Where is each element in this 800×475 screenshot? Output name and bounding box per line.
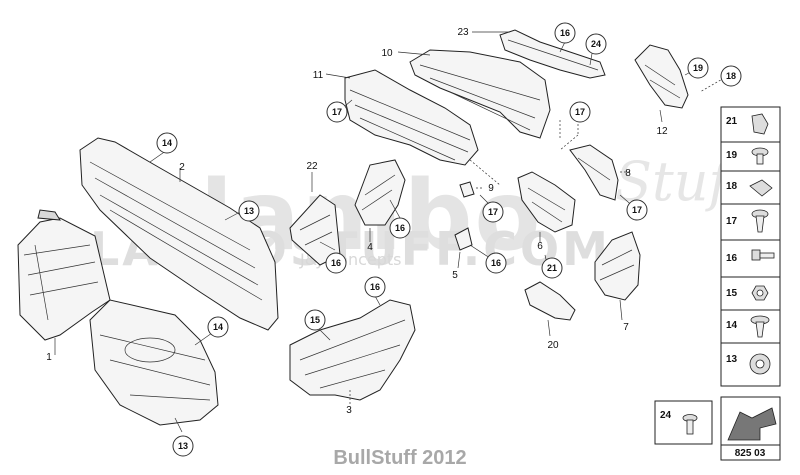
callout-18: 18 [720, 65, 742, 87]
label-part-8: 8 [625, 168, 631, 179]
callout-16d: 16 [485, 252, 507, 274]
label-part-22: 22 [306, 161, 318, 172]
callout-17d-text: 17 [632, 205, 642, 215]
part-7-shape [594, 231, 641, 321]
nut-icon [751, 285, 769, 301]
part-1b-shape [89, 299, 219, 426]
part-3-shape [289, 299, 416, 405]
bracket-icon [749, 179, 773, 197]
label-part-4: 4 [367, 242, 373, 253]
callout-17c-text: 17 [488, 207, 498, 217]
callout-19-text: 19 [693, 63, 703, 73]
part-23-shape [499, 29, 606, 79]
callout-17b-text: 17 [575, 107, 585, 117]
callout-19: 19 [687, 57, 709, 79]
callout-21: 21 [541, 257, 563, 279]
label-part-20: 20 [547, 340, 559, 351]
callout-17b: 17 [569, 101, 591, 123]
label-part-6: 6 [537, 241, 543, 252]
callout-16a: 16 [364, 276, 386, 298]
fastener-legend: 21 19 18 17 16 15 14 13 [720, 106, 781, 387]
callout-13a: 13 [238, 200, 260, 222]
part-22-shape [289, 172, 341, 266]
callout-14b-text: 14 [213, 322, 223, 332]
footer-credit: BullStuff 2012 [333, 447, 467, 469]
callout-24: 24 [585, 33, 607, 55]
item-24-label: 24 [660, 410, 672, 421]
callout-17a-text: 17 [332, 107, 342, 117]
callout-15-text: 15 [310, 315, 320, 325]
clip-icon [751, 113, 769, 135]
callout-16d-text: 16 [491, 258, 501, 268]
legend-item-16: 16 [726, 253, 738, 264]
callout-13b-text: 13 [178, 441, 188, 451]
callout-16e: 16 [554, 22, 576, 44]
legend-item-15: 15 [726, 288, 738, 299]
part-12-shape [634, 44, 689, 123]
label-part-1: 1 [46, 352, 52, 363]
label-part-2: 2 [179, 162, 185, 173]
part-4-shape [354, 159, 406, 242]
label-part-3: 3 [346, 405, 352, 416]
callout-16b: 16 [325, 252, 347, 274]
label-part-10: 10 [381, 48, 393, 59]
part-1-shape [17, 209, 111, 355]
callout-16c-text: 16 [395, 223, 405, 233]
callout-17d: 17 [626, 199, 648, 221]
part-11-shape [344, 69, 501, 186]
label-part-7: 7 [623, 322, 629, 333]
callout-14a-text: 14 [162, 138, 172, 148]
callout-24-text: 24 [591, 39, 601, 49]
legend-item-14: 14 [726, 320, 738, 331]
arrow-icon [727, 407, 777, 441]
label-part-12: 12 [656, 126, 668, 137]
callout-15: 15 [304, 309, 326, 331]
callout-16e-text: 16 [560, 28, 570, 38]
callout-14b: 14 [207, 316, 229, 338]
part-2-shape [79, 137, 279, 331]
diagram-code-box: 825 03 [720, 396, 781, 461]
part-6-shape [517, 171, 576, 242]
legend-item-18: 18 [726, 181, 738, 192]
callout-17a: 17 [326, 101, 348, 123]
legend-item-21: 21 [726, 116, 738, 127]
label-part-23: 23 [457, 27, 469, 38]
callout-16c: 16 [389, 217, 411, 239]
grommet-icon [749, 353, 771, 375]
bolt-icon [751, 249, 775, 261]
label-part-9: 9 [488, 183, 494, 194]
callout-18-text: 18 [726, 71, 736, 81]
legend-item-13: 13 [726, 354, 738, 365]
callout-16a-text: 16 [370, 282, 380, 292]
part-5-shape [454, 227, 473, 269]
diagram-code: 825 03 [735, 448, 766, 459]
callout-16b-text: 16 [331, 258, 341, 268]
part-9-shape [459, 181, 482, 198]
callout-21-text: 21 [547, 263, 557, 273]
callout-13a-text: 13 [244, 206, 254, 216]
legend-item-19: 19 [726, 150, 738, 161]
label-part-11: 11 [313, 70, 324, 81]
callout-13b: 13 [172, 435, 194, 457]
screw-icon [751, 147, 769, 165]
part-20-shape [524, 281, 576, 337]
item-24-box: 24 [654, 400, 713, 445]
callout-14a: 14 [156, 132, 178, 154]
screw-icon [682, 414, 698, 435]
part-10-shape [409, 49, 561, 140]
label-part-5: 5 [452, 270, 458, 281]
legend-item-17: 17 [726, 216, 738, 227]
part-8-shape [569, 144, 619, 201]
expanding-rivet-icon [750, 315, 770, 338]
push-rivet-icon [751, 209, 769, 233]
callout-17c: 17 [482, 201, 504, 223]
